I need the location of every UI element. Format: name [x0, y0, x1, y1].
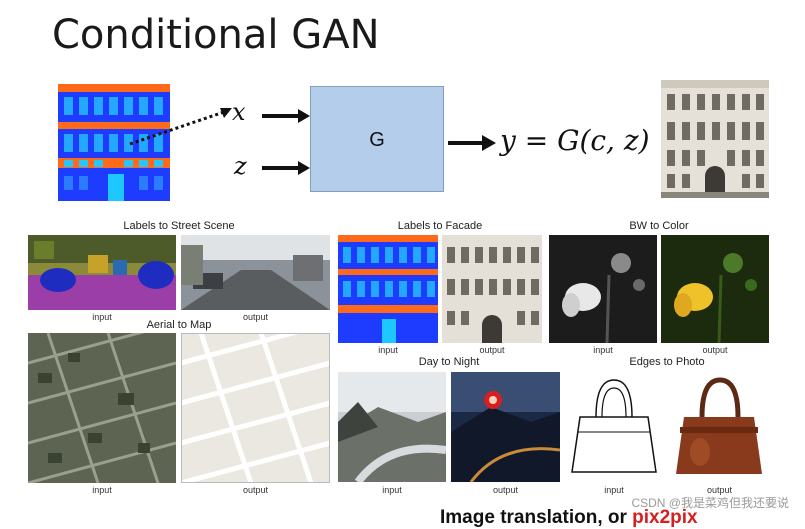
- map-output: [181, 333, 330, 483]
- panel-caption-bw: BW to Color: [629, 220, 689, 232]
- panel-caption-street: Labels to Street Scene: [123, 220, 235, 232]
- facade-input-label: input: [378, 345, 398, 355]
- bag-edges-input: [566, 372, 662, 482]
- aerial-photo-input: [28, 333, 176, 483]
- watermark: CSDN @我是菜鸡但我还要说: [631, 496, 789, 510]
- facade-photo-output: [442, 235, 542, 343]
- panel-caption-edges: Edges to Photo: [629, 356, 705, 368]
- panel-caption-aerial: Aerial to Map: [146, 319, 212, 331]
- street-photo-output: [181, 235, 330, 310]
- bottom-caption-text: Image translation, or: [440, 507, 633, 528]
- day-input-label: input: [382, 485, 402, 495]
- night-output-label: output: [492, 485, 519, 495]
- facade-label-input: [338, 235, 438, 343]
- street-input-label: input: [92, 312, 112, 322]
- bag-photo-output: [670, 372, 769, 482]
- bw-flower-input: [549, 235, 657, 343]
- bag-output-label: output: [706, 485, 733, 495]
- facade-photo: [661, 80, 769, 198]
- bw-output-label: output: [702, 345, 728, 355]
- day-photo-input: [338, 372, 446, 482]
- color-flower-output: [661, 235, 769, 343]
- street-label-input: [28, 235, 176, 310]
- facade-output-label: output: [479, 345, 505, 355]
- street-output-label: output: [242, 312, 269, 322]
- output-arrow-icon: [448, 135, 496, 151]
- generator-box: G: [310, 86, 444, 192]
- output-formula: y = G(c, z): [500, 124, 650, 157]
- panel-caption-facade: Labels to Facade: [397, 220, 483, 232]
- map-output-label: output: [242, 485, 269, 495]
- input-arrows-icon: [262, 109, 310, 175]
- dotted-arrow-icon: [129, 108, 232, 146]
- night-photo-output: [451, 372, 560, 482]
- bw-input-label: input: [593, 345, 613, 355]
- aerial-input-label: input: [92, 485, 112, 495]
- facade-label-map: [58, 84, 170, 201]
- slide-title: Conditional GAN: [52, 12, 380, 58]
- input-x-symbol: x: [232, 98, 246, 126]
- generator-label: G: [369, 129, 385, 151]
- input-z-symbol: z: [234, 152, 247, 180]
- panel-caption-day-night: Day to Night: [418, 356, 480, 368]
- edges-input-label: input: [604, 485, 624, 495]
